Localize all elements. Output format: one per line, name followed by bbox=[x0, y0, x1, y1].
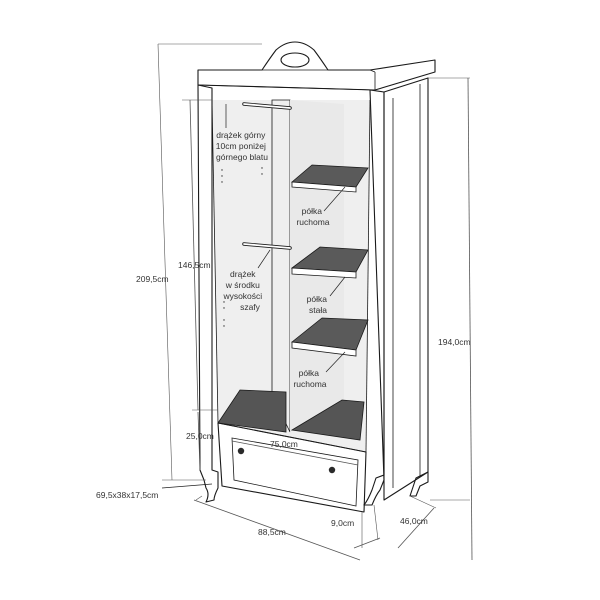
dimension-labels: 209,5cm 146,5cm 25,0cm 194,0cm 75,0cm 69… bbox=[96, 260, 471, 537]
left-post bbox=[197, 84, 219, 503]
dimension-lines bbox=[157, 43, 473, 561]
shelf-fixed bbox=[290, 246, 369, 279]
dim-total-width: 88,5cm bbox=[258, 527, 286, 537]
shelf-pin-holes bbox=[221, 167, 263, 327]
drawer-knob-left bbox=[237, 447, 245, 455]
label-shelf-movable-bottom: półka ruchoma bbox=[293, 368, 326, 389]
label-rod-top: drążek górny 10cm poniżej górnego blatu bbox=[216, 130, 268, 162]
dim-total-height: 209,5cm bbox=[136, 274, 169, 284]
right-floor bbox=[290, 399, 365, 441]
shelf-top-movable bbox=[291, 164, 369, 193]
right-side-panel bbox=[383, 77, 429, 501]
drawer-knob-right bbox=[328, 466, 336, 474]
dim-interior-width: 75,0cm bbox=[270, 439, 298, 449]
crown-medallion bbox=[280, 52, 310, 68]
rod-top bbox=[242, 102, 292, 110]
part-labels: drążek górny 10cm poniżej górnego blatu … bbox=[216, 104, 346, 389]
left-floor bbox=[217, 389, 287, 433]
drawer bbox=[217, 422, 367, 513]
label-shelf-movable-top: półka ruchoma bbox=[296, 206, 329, 227]
dim-drawer-height: 25,0cm bbox=[186, 431, 214, 441]
dim-drawer-box: 69,5x38x17,5cm bbox=[96, 490, 158, 500]
label-rod-middle: drążek w środku wysokości szafy bbox=[222, 269, 264, 312]
shelf-bottom-movable bbox=[291, 317, 369, 357]
dim-depth: 46,0cm bbox=[400, 516, 428, 526]
dim-plinth: 9,0cm bbox=[331, 518, 354, 528]
rod-middle bbox=[242, 242, 292, 250]
wardrobe bbox=[197, 41, 436, 513]
label-shelf-fixed: półka stała bbox=[307, 294, 330, 315]
dim-interior-height: 146,5cm bbox=[178, 260, 211, 270]
crown bbox=[197, 41, 436, 91]
dim-body-height: 194,0cm bbox=[438, 337, 471, 347]
